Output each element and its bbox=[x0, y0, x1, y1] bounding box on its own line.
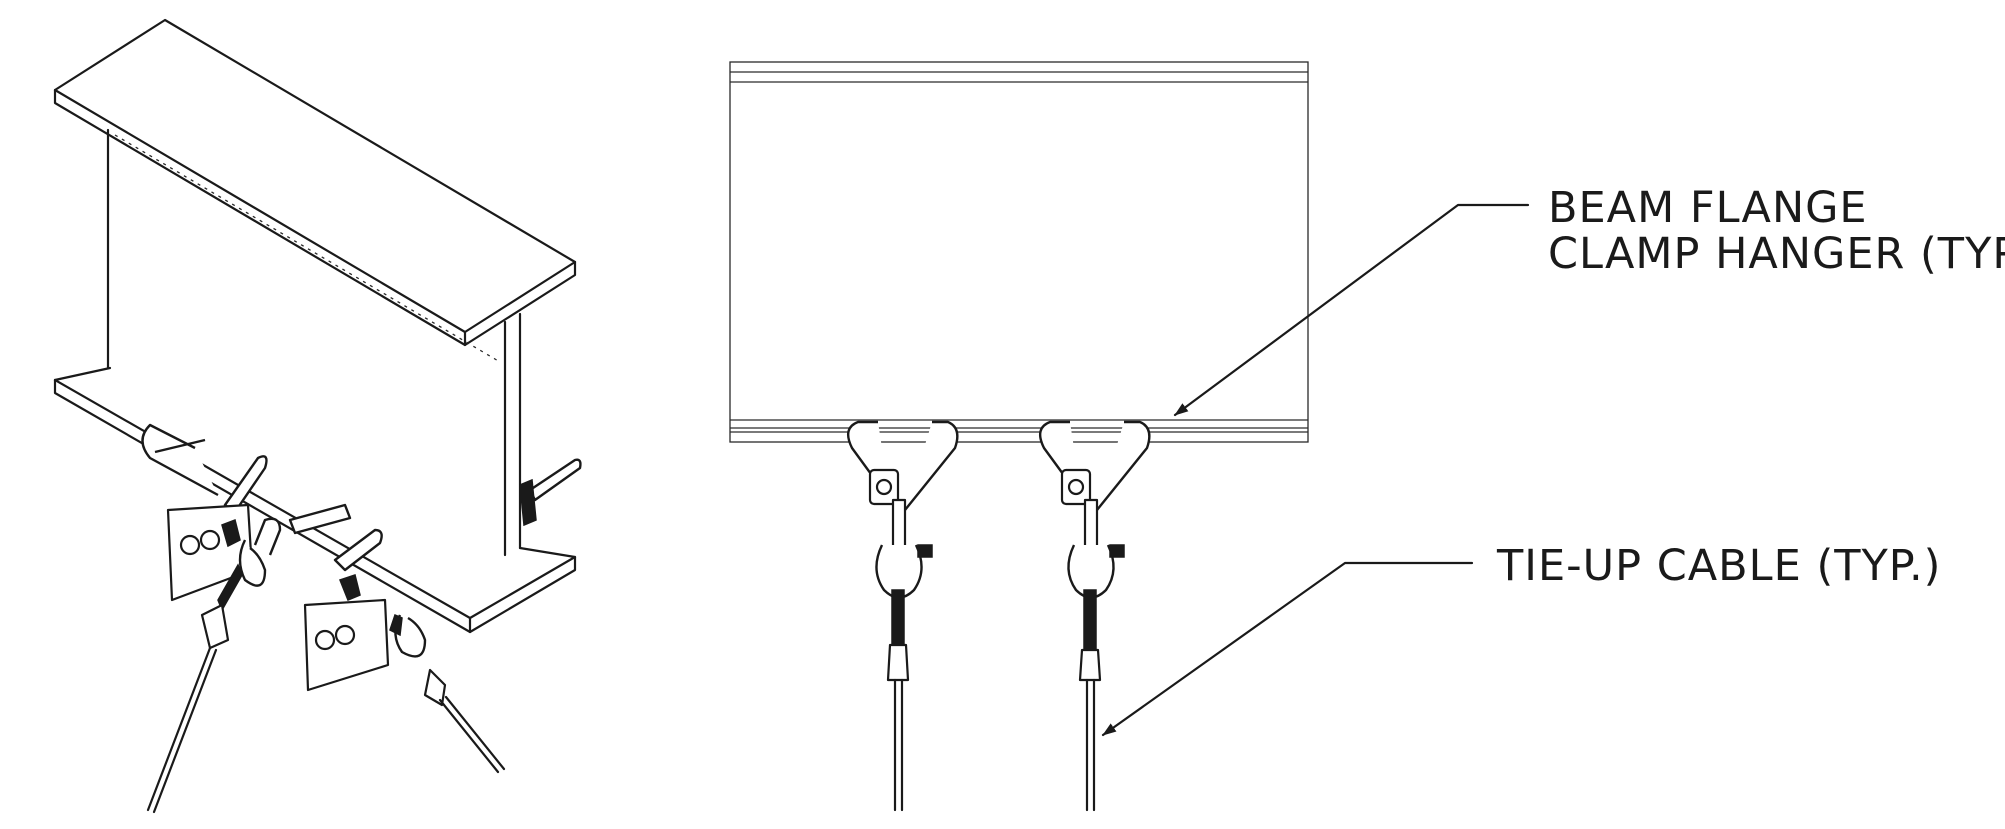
beam-flange-clamp-elev-2 bbox=[1038, 420, 1151, 812]
beam-flange-clamp-elev-1 bbox=[846, 420, 959, 812]
beam-web bbox=[106, 128, 522, 557]
callout-tie-up-cable: TIE-UP CABLE (TYP.) bbox=[1101, 541, 1941, 737]
top-flange bbox=[53, 18, 577, 347]
elevation-beam-view bbox=[729, 61, 1309, 812]
clamp-label-line2: CLAMP HANGER (TYP.) bbox=[1548, 229, 2005, 279]
cable-label: TIE-UP CABLE (TYP.) bbox=[1496, 541, 1941, 591]
clamp-label-line1: BEAM FLANGE bbox=[1548, 183, 1868, 233]
bottom-flange bbox=[53, 366, 577, 634]
callout-clamp-hanger: BEAM FLANGE CLAMP HANGER (TYP.) bbox=[1173, 183, 2005, 417]
beam-flange-clamp-iso-2 bbox=[253, 503, 506, 774]
beam-flange-clamp-iso-far bbox=[519, 458, 582, 527]
beam-flange-clamp-iso-1 bbox=[141, 423, 268, 814]
isometric-beam-view bbox=[53, 18, 582, 814]
